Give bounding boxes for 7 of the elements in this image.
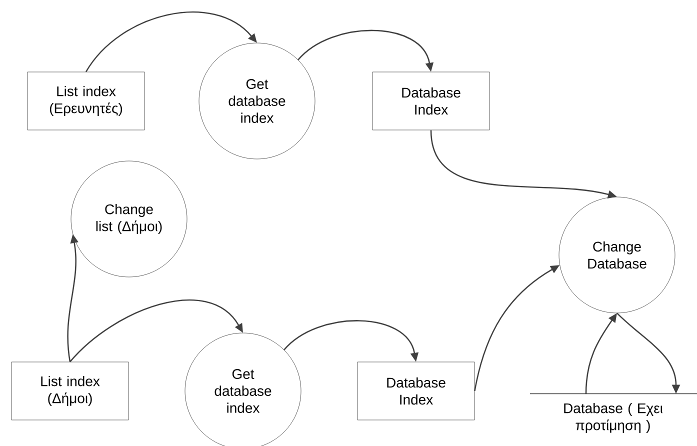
process-box: Database Index — [357, 362, 475, 420]
process-box: List index (Ερευνητές) — [27, 72, 145, 130]
process-box: List index (Δήμοι) — [11, 362, 129, 420]
arrow — [70, 299, 243, 362]
process-box: Database Index — [372, 72, 490, 130]
data-store: Database ( Εχει προτίμηση ) — [530, 393, 697, 433]
arrow — [85, 12, 257, 72]
